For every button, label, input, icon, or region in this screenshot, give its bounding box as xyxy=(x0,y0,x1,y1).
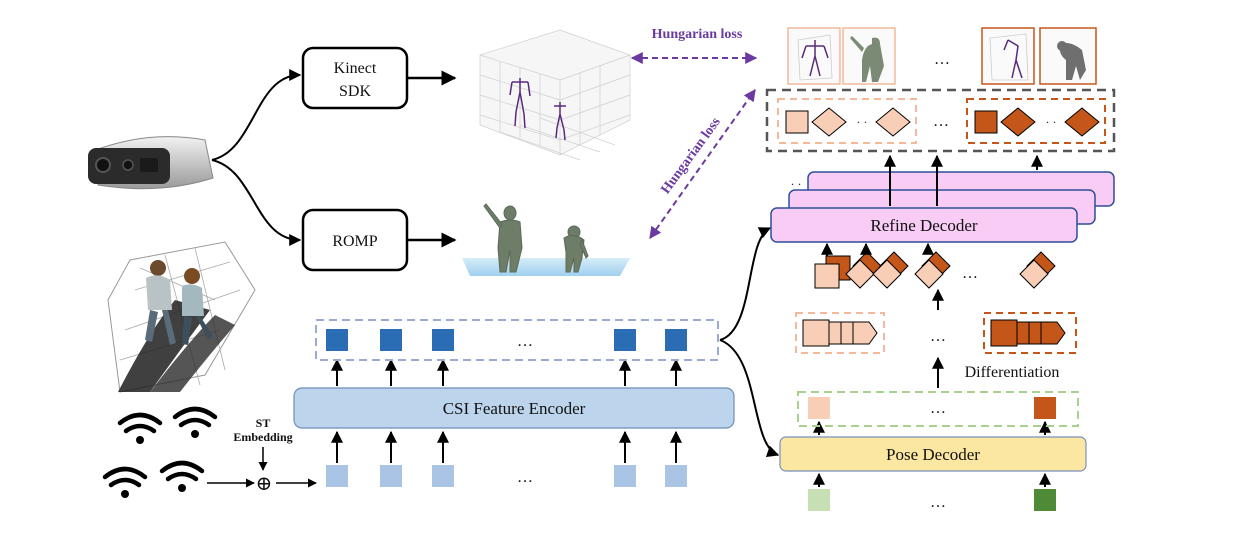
camera-to-kinect-arrow xyxy=(211,69,302,161)
queries-to-refine-arrows xyxy=(821,242,934,256)
csi-feature-encoder: CSI Feature Encoder xyxy=(293,387,735,429)
refine-queries-ellipsis: … xyxy=(962,265,978,282)
wifi-icon xyxy=(172,406,218,438)
pose-output-first xyxy=(808,397,830,419)
input-csi-tokens xyxy=(326,465,687,487)
wifi-icon xyxy=(117,412,163,444)
kinect-label-line1: Kinect xyxy=(334,60,377,77)
csi-encoder-label: CSI Feature Encoder xyxy=(443,399,586,418)
refine-output-group xyxy=(765,88,1116,153)
refine-output-first: · · xyxy=(777,98,917,144)
pose-queries-ellipsis: … xyxy=(930,494,946,511)
refine-to-outputs-arrows xyxy=(884,154,1043,206)
differentiated-ellipsis: … xyxy=(930,328,946,345)
input-tokens-ellipsis: … xyxy=(517,469,533,486)
wifi-icon xyxy=(102,466,148,498)
feature-token-group xyxy=(315,319,719,361)
differentiated-group-first xyxy=(795,312,885,354)
refine-output-first-dots: · · xyxy=(857,115,868,129)
predicted-pose-thumbnails: … xyxy=(787,27,1097,85)
refine-output-last-dots: · · xyxy=(1046,115,1057,129)
refine-output-last: · · xyxy=(966,98,1106,144)
hungarian-loss-top-label: Hungarian loss xyxy=(652,27,743,42)
camera-to-romp-arrow xyxy=(211,159,302,246)
camera-device-icon xyxy=(88,136,214,190)
refine-decoder-label: Refine Decoder xyxy=(870,216,977,235)
skeleton-3d-plot xyxy=(479,29,631,161)
encoder-to-features-arrows xyxy=(331,358,682,386)
pose-output-group xyxy=(797,391,1079,427)
hungarian-loss-diag-arrow xyxy=(649,89,756,239)
hungarian-loss-diag-label: Hungarian loss xyxy=(658,114,724,197)
differentiated-group-last xyxy=(983,312,1077,354)
st-label-line1: ST xyxy=(256,416,271,430)
input-to-encoder-arrows xyxy=(331,430,682,463)
kinect-sdk-box: Kinect SDK xyxy=(301,46,409,110)
feature-tokens-ellipsis: … xyxy=(517,333,533,350)
romp-box: ROMP xyxy=(301,208,409,272)
pose-output-last xyxy=(1034,397,1056,419)
features-to-refine-arrow xyxy=(719,227,772,341)
refine-decoder-stack: Refine Decoder xyxy=(770,171,1115,243)
feature-tokens xyxy=(326,329,687,351)
refine-query-tokens xyxy=(814,251,1056,289)
st-label-line2: Embedding xyxy=(233,430,292,444)
refine-outputs-ellipsis: … xyxy=(933,113,949,130)
queries-to-pose-arrows xyxy=(813,472,1051,487)
pose-query-last xyxy=(1034,489,1056,511)
pose-query-first xyxy=(808,489,830,511)
features-to-pose-arrow xyxy=(719,339,780,457)
walking-people-illustration xyxy=(107,241,256,393)
wifi-icons xyxy=(102,406,218,498)
sum-operator: ⊕ xyxy=(256,473,273,495)
wifi-icon xyxy=(159,460,205,492)
kinect-label-line2: SDK xyxy=(339,83,371,100)
thumbnails-ellipsis: … xyxy=(934,51,950,68)
romp-mesh-scene xyxy=(462,203,630,276)
romp-label: ROMP xyxy=(332,233,377,250)
pose-decoder: Pose Decoder xyxy=(779,436,1087,472)
pose-decoder-label: Pose Decoder xyxy=(886,445,980,464)
refine-stack-dots: · · xyxy=(791,177,802,191)
differentiation-label: Differentiation xyxy=(965,364,1060,381)
pose-to-outputs-arrows xyxy=(813,420,1051,435)
pose-outputs-ellipsis: … xyxy=(930,400,946,417)
kinect-skeletons xyxy=(509,78,566,141)
